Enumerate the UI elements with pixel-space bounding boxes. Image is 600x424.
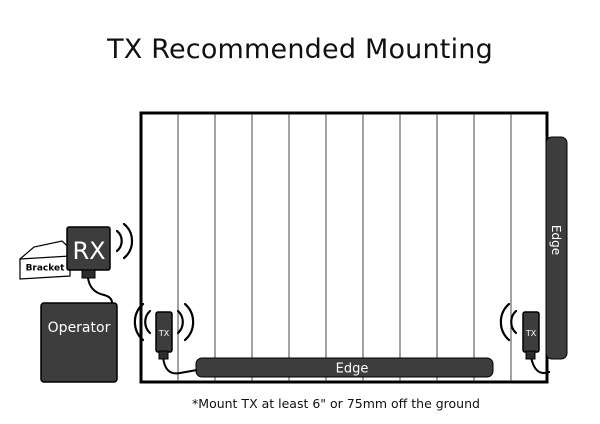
signal-waves-icon [499, 302, 518, 342]
operator-label: Operator [48, 320, 111, 336]
rx-device: RX [66, 226, 111, 279]
bracket: Bracket [19, 240, 75, 280]
tx-left-device: TX [155, 311, 173, 360]
cable-icon [530, 356, 550, 374]
rx-label: RX [72, 237, 105, 265]
tx-left-label: TX [158, 329, 170, 338]
edge-bottom [195, 357, 494, 378]
edge-right-label: Edge [549, 225, 563, 255]
tx-right-label: TX [525, 329, 537, 338]
signal-waves-icon [115, 222, 134, 260]
bracket-label: Bracket [26, 264, 66, 274]
mounting-footnote: *Mount TX at least 6" or 75mm off the gr… [192, 396, 480, 411]
tx-right-device: TX [522, 311, 540, 360]
door-frame [139, 111, 549, 384]
edge-bottom-label: Edge [336, 362, 369, 377]
operator-box: Operator [40, 302, 118, 383]
signal-waves-icon [133, 302, 195, 342]
cable-icon [162, 356, 198, 375]
edge-right [545, 136, 568, 360]
diagram-title: TX Recommended Mounting [107, 34, 493, 65]
cable-icon [87, 277, 113, 304]
door-panels [177, 114, 512, 381]
